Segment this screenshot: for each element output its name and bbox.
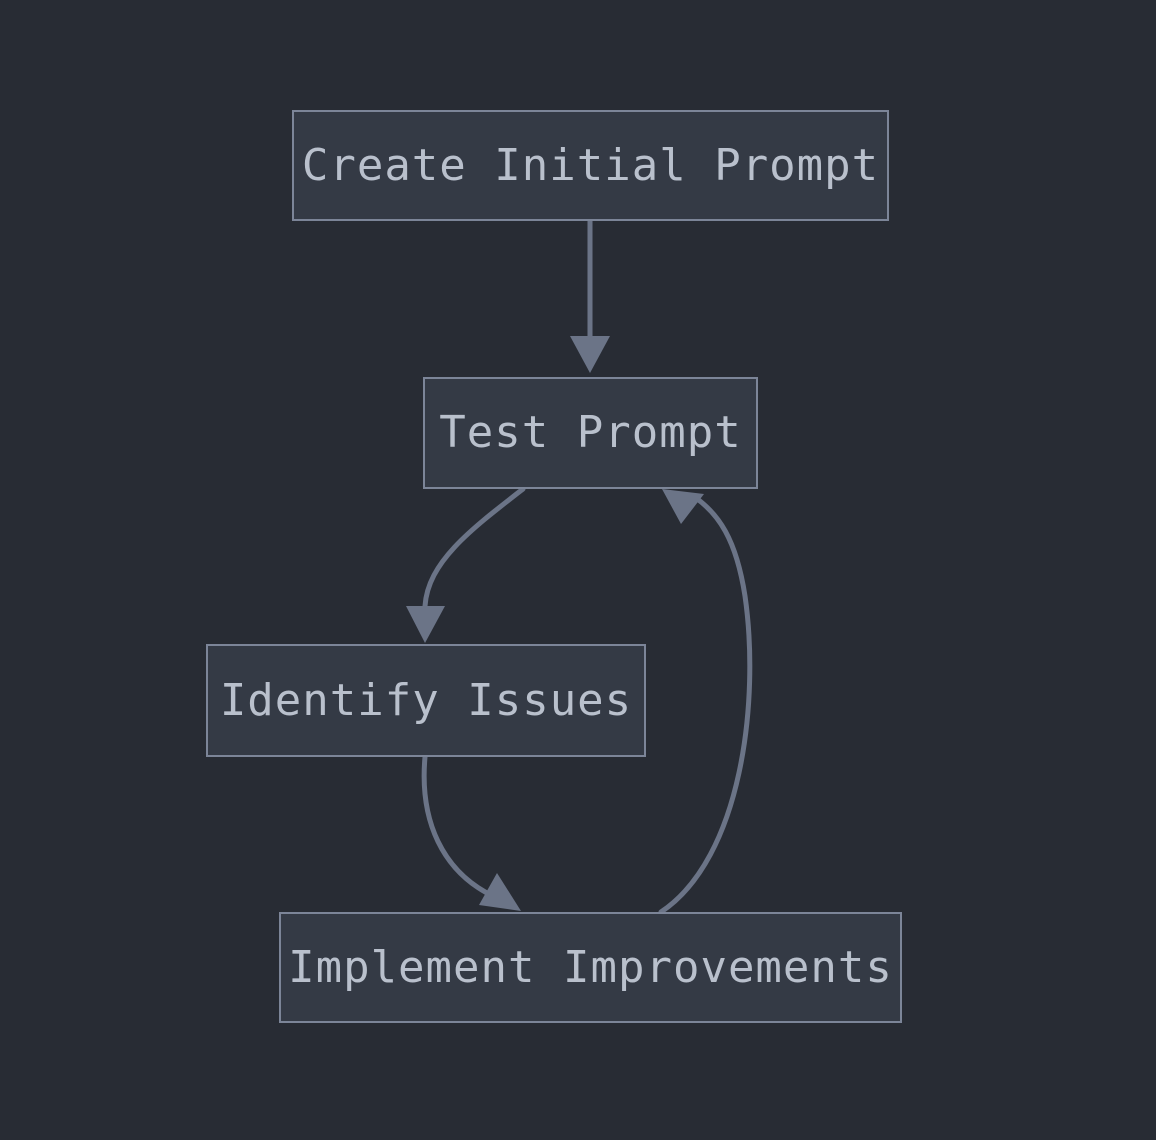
node-test-prompt[interactable]: Test Prompt <box>423 377 758 489</box>
arrowhead-icon <box>479 873 521 911</box>
node-create-initial-prompt[interactable]: Create Initial Prompt <box>292 110 889 221</box>
node-implement-improvements[interactable]: Implement Improvements <box>279 912 902 1023</box>
edge-identify-to-implement <box>421 754 521 911</box>
node-label: Implement Improvements <box>288 941 893 993</box>
arrowhead-icon <box>662 489 704 524</box>
edge-implement-to-test <box>658 489 753 915</box>
arrowhead-icon <box>406 606 445 643</box>
edge-test-to-identify <box>406 486 526 643</box>
arrowhead-icon <box>570 336 610 373</box>
node-label: Test Prompt <box>439 407 742 458</box>
edge-create-to-test <box>570 221 610 373</box>
node-label: Create Initial Prompt <box>301 139 880 191</box>
node-label: Identify Issues <box>219 674 633 726</box>
node-identify-issues[interactable]: Identify Issues <box>206 644 646 757</box>
